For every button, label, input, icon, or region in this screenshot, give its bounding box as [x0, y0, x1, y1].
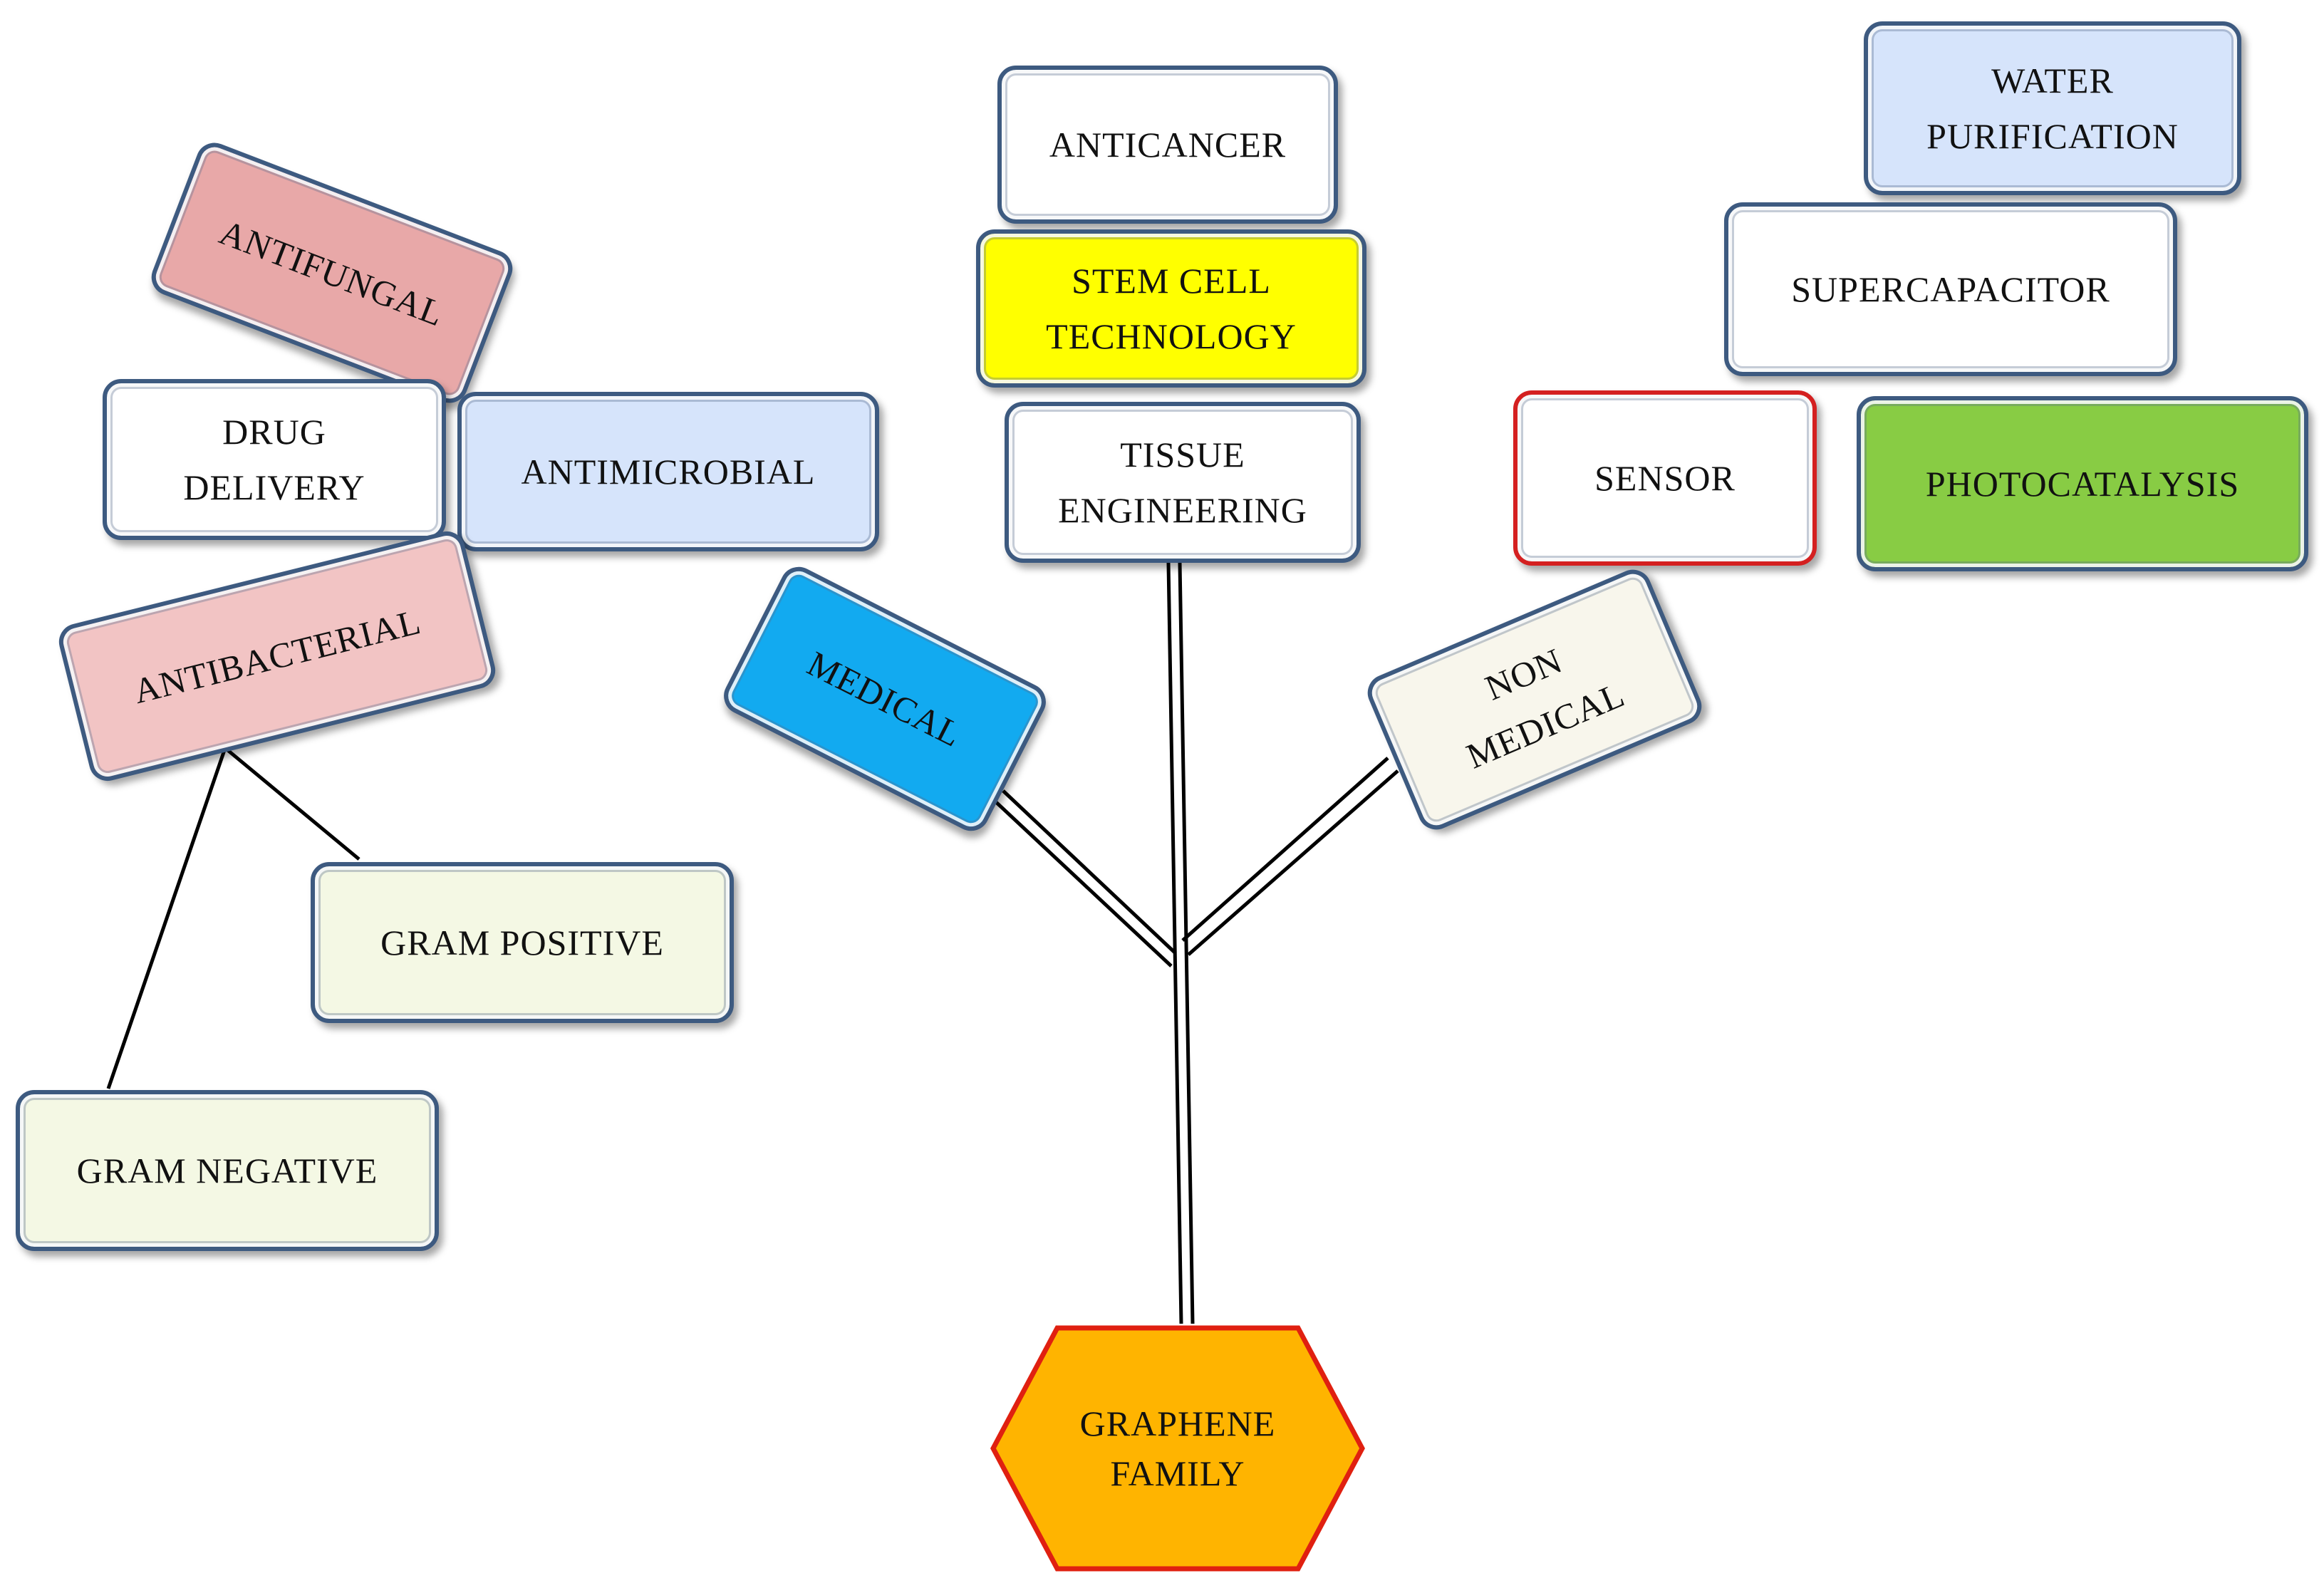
- sensor-box: SENSOR: [1513, 390, 1817, 566]
- gram-negative-box: GRAM NEGATIVE: [16, 1090, 439, 1251]
- antifungal-label: ANTIFUNGAL: [214, 212, 450, 334]
- graphene-family-label: GRAPHENE FAMILY: [1079, 1403, 1276, 1493]
- supercapacitor-box: SUPERCAPACITOR: [1724, 202, 2177, 376]
- anticancer-box: ANTICANCER: [997, 66, 1338, 224]
- drug-delivery-box: DRUG DELIVERY: [103, 379, 446, 540]
- supercapacitor-label: SUPERCAPACITOR: [1791, 269, 2110, 309]
- medical-branch-label: MEDICAL: [801, 643, 969, 755]
- gram-positive-box: GRAM POSITIVE: [311, 862, 734, 1023]
- stem-cell-technology-box: STEM CELL TECHNOLOGY: [976, 229, 1366, 388]
- hexagon-shape: [990, 1325, 1365, 1572]
- antimicrobial-box: ANTIMICROBIAL: [457, 392, 879, 551]
- anticancer-label: ANTICANCER: [1049, 125, 1287, 165]
- antimicrobial-label: ANTIMICROBIAL: [521, 452, 816, 492]
- water-purification-box: WATER PURIFICATION: [1864, 21, 2241, 195]
- non-medical-branch-label: NON MEDICAL: [1461, 640, 1631, 777]
- non-medical-branch-connector: [1181, 757, 1399, 956]
- stem-cell-technology-label: STEM CELL TECHNOLOGY: [1046, 261, 1297, 356]
- sensor-label: SENSOR: [1594, 458, 1736, 498]
- tissue-engineering-label: TISSUE ENGINEERING: [1058, 435, 1307, 530]
- gram-negative-label: GRAM NEGATIVE: [76, 1151, 378, 1190]
- graphene-family-hexagon: GRAPHENE FAMILY: [989, 1324, 1366, 1573]
- tissue-engineering-box: TISSUE ENGINEERING: [1005, 402, 1361, 563]
- photocatalysis-label: PHOTOCATALYSIS: [1925, 464, 2240, 504]
- water-purification-label: WATER PURIFICATION: [1926, 61, 2179, 156]
- drug-delivery-label: DRUG DELIVERY: [183, 412, 365, 507]
- antibacterial-label: ANTIBACTERIAL: [129, 601, 425, 712]
- photocatalysis-box: PHOTOCATALYSIS: [1857, 396, 2308, 571]
- gram-connectors: [106, 747, 360, 1089]
- trunk-connector: [1166, 562, 1195, 1324]
- medical-branch-connector: [993, 789, 1177, 967]
- gram-positive-label: GRAM POSITIVE: [380, 923, 664, 962]
